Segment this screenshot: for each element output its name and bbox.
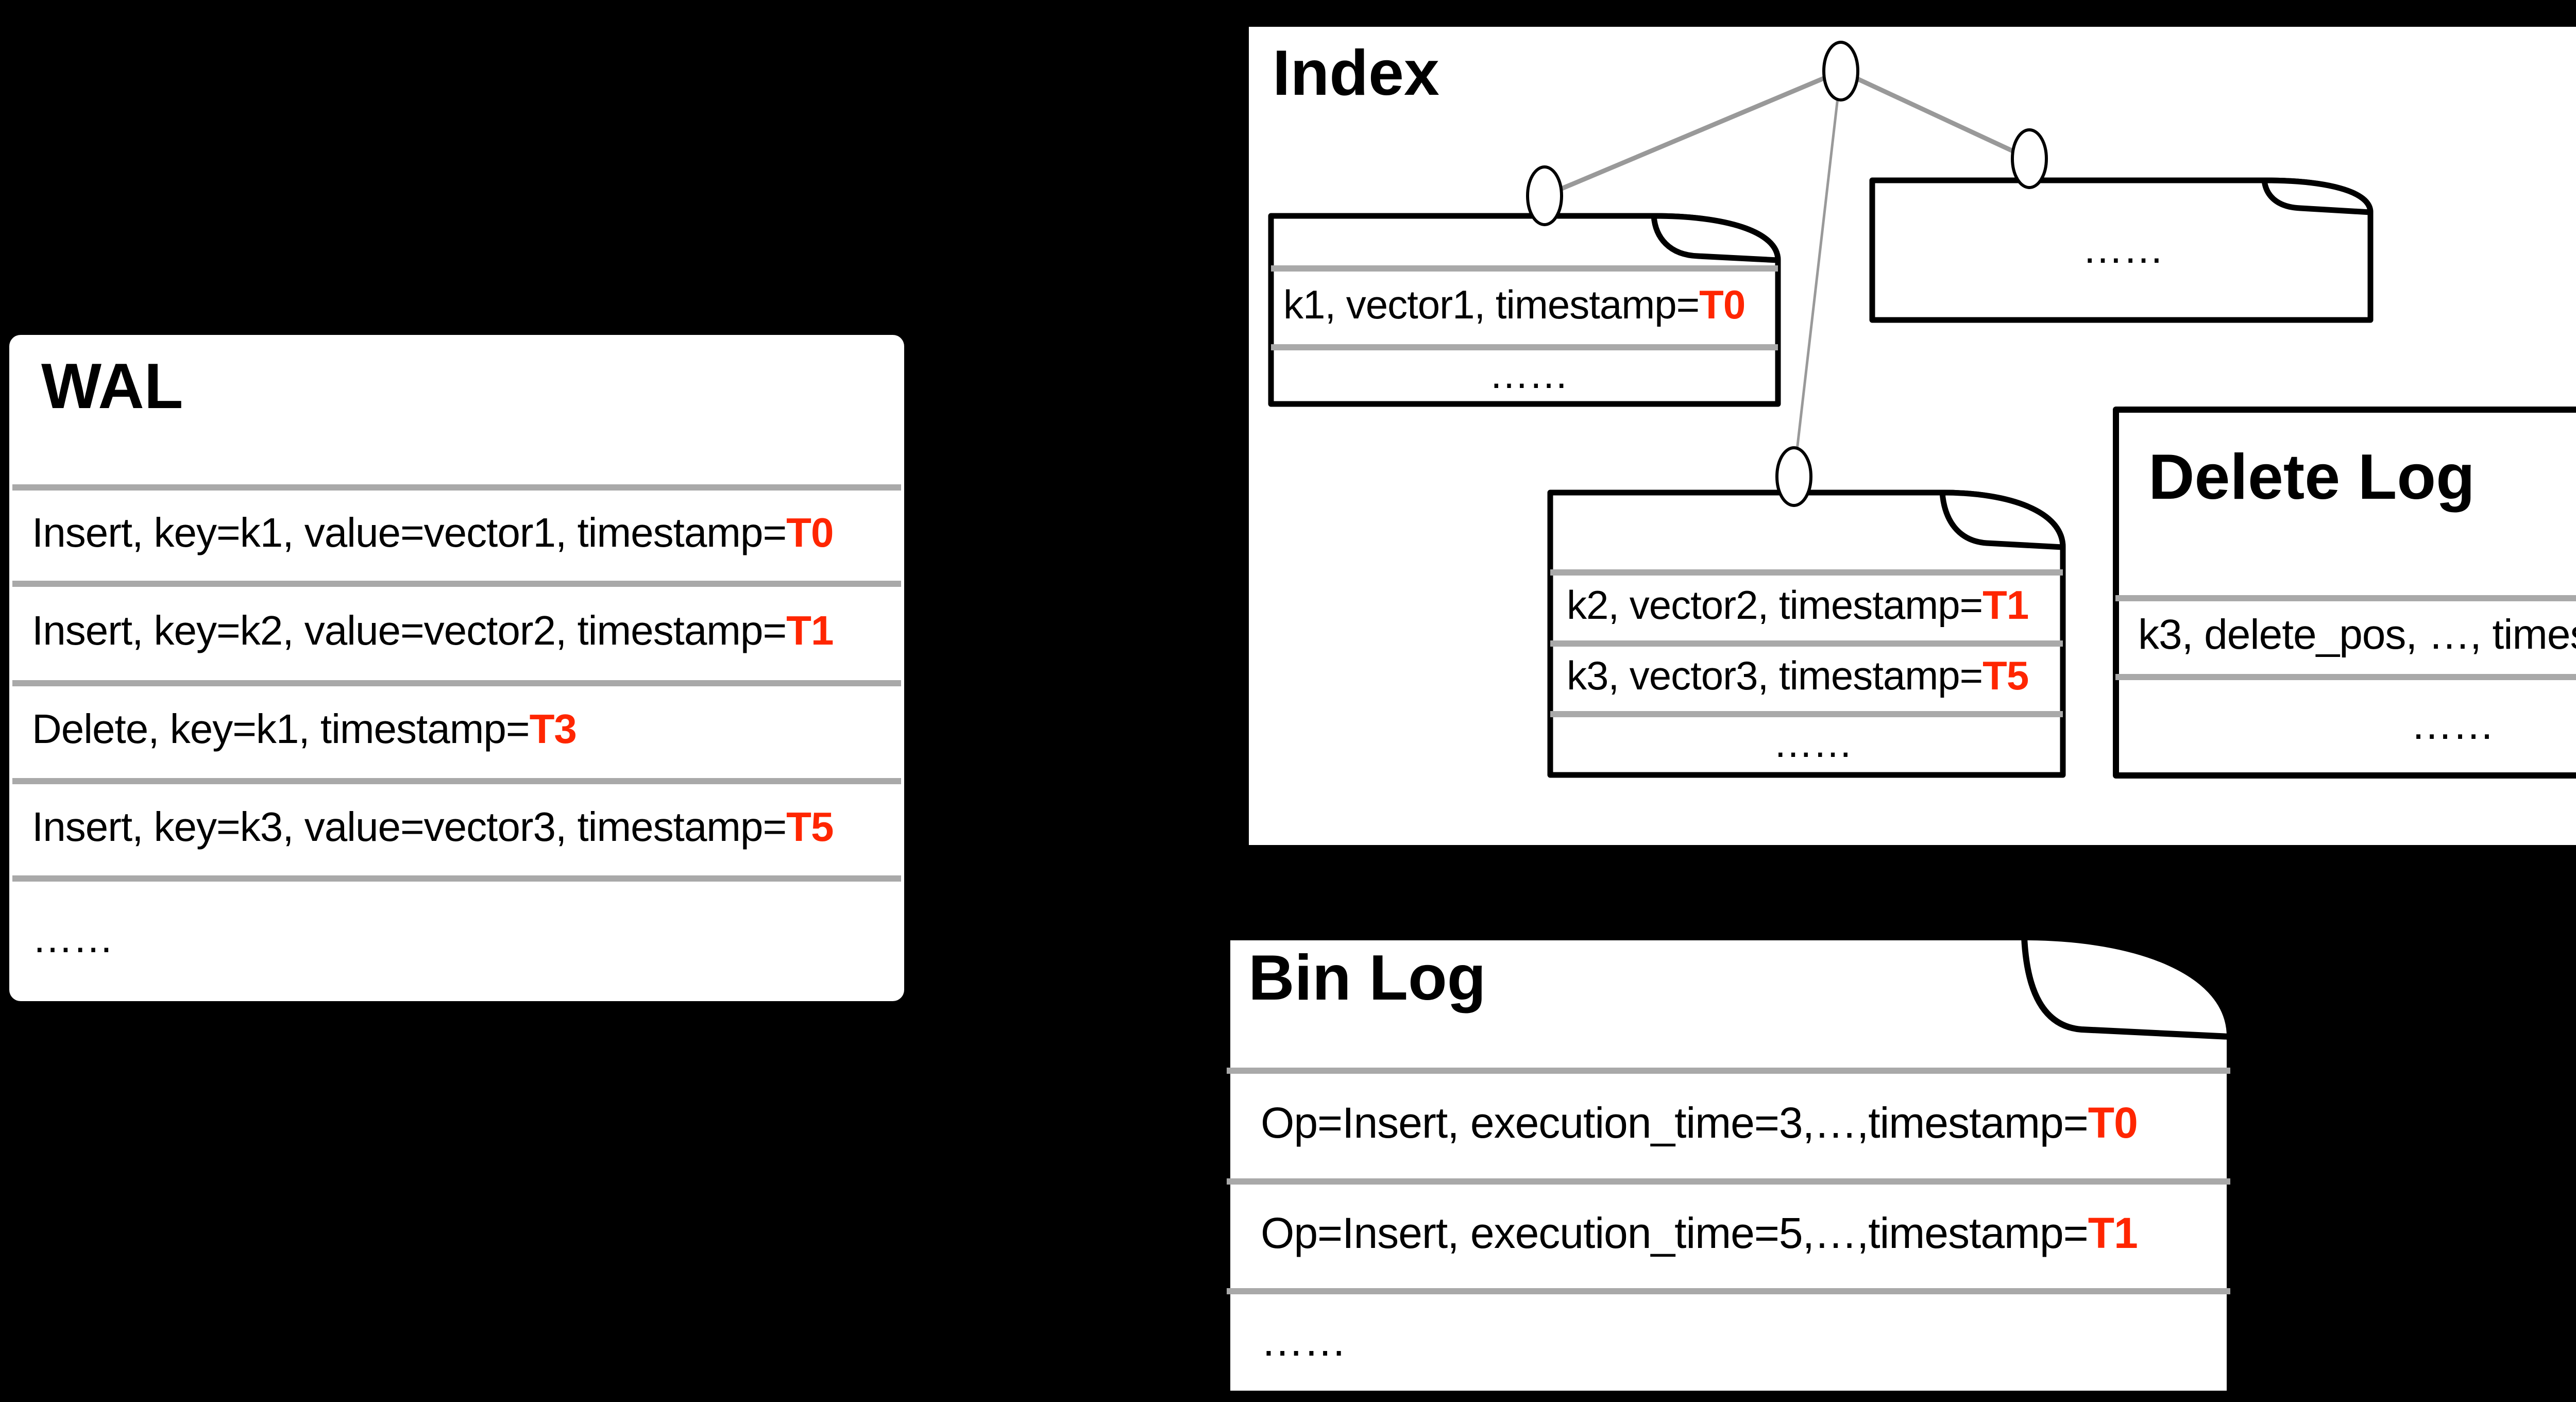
timestamp-value: T3: [529, 706, 577, 752]
timestamp-value: T0: [786, 509, 834, 555]
row-text: Delete, key=k1, timestamp=: [32, 706, 530, 752]
file-shape: [1869, 177, 2374, 323]
row-text: ……: [2082, 225, 2164, 272]
row-separator: [12, 581, 901, 587]
row-separator: [1227, 1178, 2230, 1185]
bin-log-title: Bin Log: [1248, 942, 1486, 1014]
timestamp-value: T0: [2088, 1099, 2138, 1147]
row-separator: [12, 484, 901, 491]
segment-file-3-rows: ……: [1869, 177, 2374, 323]
row-separator: [2115, 674, 2576, 680]
row-text: k2, vector2, timestamp=: [1567, 582, 1983, 628]
log-row: ……: [1567, 711, 2059, 775]
timestamp-value: T1: [2088, 1209, 2138, 1257]
log-row: k1, vector1, timestamp=T0: [1283, 265, 1774, 344]
bin-log-rows: Op=Insert, execution_time=3,…,timestamp=…: [1224, 934, 2233, 1397]
index-segment-file-1: k1, vector1, timestamp=T0 ……: [1268, 213, 1781, 407]
index-title: Index: [1273, 38, 1439, 109]
log-row: ……: [32, 875, 894, 1001]
row-text: ……: [1261, 1316, 1347, 1365]
log-row: k3, delete_pos, …, timestamp=T3: [2138, 595, 2576, 674]
wal-title: WAL: [41, 351, 183, 422]
log-row: Delete, key=k1, timestamp=T3: [32, 680, 894, 778]
delete-log-box: Delete Log k3, delete_pos, …, timestamp=…: [2112, 406, 2576, 779]
row-separator: [1271, 265, 1778, 272]
file-shape: [2113, 407, 2576, 779]
row-separator: [12, 778, 901, 784]
row-text: Insert, key=k1, value=vector1, timestamp…: [32, 509, 787, 555]
log-row: Op=Insert, execution_time=3,…,timestamp=…: [1261, 1068, 2221, 1178]
row-text: Op=Insert, execution_time=3,…,timestamp=: [1261, 1099, 2089, 1147]
log-row: k3, vector3, timestamp=T5: [1567, 640, 2059, 711]
wal-rows: Insert, key=k1, value=vector1, timestamp…: [9, 335, 904, 1001]
row-text: ……: [32, 915, 114, 961]
index-segment-file-3: ……: [1869, 177, 2374, 323]
wal-box: WAL Insert, key=k1, value=vector1, times…: [9, 335, 904, 1001]
row-text: ……: [1489, 351, 1569, 397]
row-text: k3, delete_pos, …, timestamp=: [2138, 611, 2576, 658]
row-separator: [1550, 711, 2063, 717]
log-row: Insert, key=k2, value=vector2, timestamp…: [32, 581, 894, 680]
row-text: k3, vector3, timestamp=: [1567, 653, 1983, 698]
timestamp-value: T1: [786, 607, 834, 653]
folded-corner: [1939, 489, 2066, 550]
log-row: Insert, key=k3, value=vector3, timestamp…: [32, 778, 894, 875]
bin-log-box: Bin Log Op=Insert, execution_time=3,…,ti…: [1224, 934, 2233, 1397]
timestamp-value: T5: [1982, 653, 2029, 698]
row-separator: [12, 680, 901, 686]
delete-log-rows: k3, delete_pos, …, timestamp=T3 ……: [2112, 406, 2576, 779]
log-row: Op=Insert, execution_time=5,…,timestamp=…: [1261, 1178, 2221, 1288]
row-text: ……: [1773, 720, 1853, 766]
segment-file-1-rows: k1, vector1, timestamp=T0 ……: [1268, 213, 1781, 407]
log-row: ……: [1879, 177, 2366, 320]
log-row: k2, vector2, timestamp=T1: [1567, 569, 2059, 640]
log-row: ……: [2138, 674, 2576, 775]
row-separator: [1550, 640, 2063, 647]
row-separator: [1550, 569, 2063, 576]
row-text: k1, vector1, timestamp=: [1283, 282, 1700, 327]
row-separator: [2115, 595, 2576, 601]
delete-log-title: Delete Log: [2148, 442, 2475, 513]
row-text: Insert, key=k2, value=vector2, timestamp…: [32, 607, 787, 653]
file-shape: [1547, 489, 2066, 778]
row-separator: [12, 875, 901, 882]
file-shape: [1268, 213, 1781, 407]
log-row: ……: [1261, 1288, 2221, 1394]
file-page-shape: [2113, 407, 2576, 779]
log-row: Insert, key=k1, value=vector1, timestamp…: [32, 484, 894, 581]
row-text: ……: [2411, 701, 2495, 748]
timestamp-value: T5: [786, 803, 834, 850]
file-shape: [1224, 934, 2233, 1397]
row-separator: [1227, 1288, 2230, 1294]
row-separator: [1227, 1068, 2230, 1074]
folded-corner: [2021, 934, 2233, 1040]
row-separator: [1271, 344, 1778, 350]
row-text: Op=Insert, execution_time=5,…,timestamp=: [1261, 1209, 2089, 1257]
timestamp-value: T0: [1699, 282, 1745, 327]
log-row: ……: [1283, 344, 1774, 404]
folded-corner: [1651, 213, 1781, 263]
folded-corner: [2261, 177, 2374, 215]
timestamp-value: T1: [1982, 582, 2029, 628]
row-text: Insert, key=k3, value=vector3, timestamp…: [32, 803, 787, 850]
